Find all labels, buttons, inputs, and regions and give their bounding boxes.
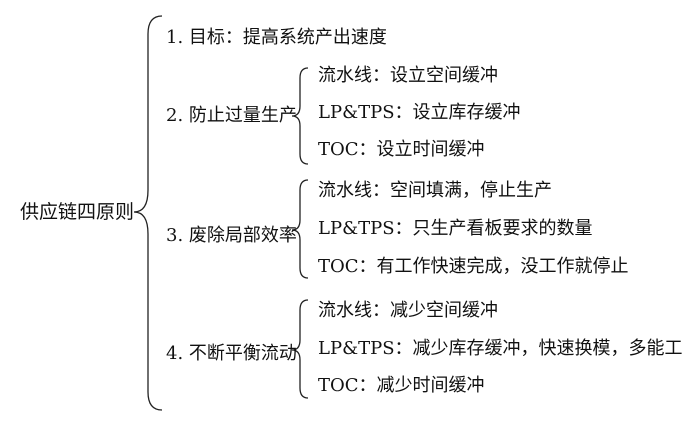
branch-4-label: 4. 不断平衡流动 <box>166 343 297 364</box>
main-brace <box>133 15 163 411</box>
brace-branch-4 <box>291 299 309 399</box>
branch-2-item: LP&TPS：设立库存缓冲 <box>318 102 521 123</box>
branch-3-label: 3. 废除局部效率 <box>166 225 297 246</box>
branch-1-label: 1. 目标：提高系统产出速度 <box>166 27 387 48</box>
branch-2-item: 流水线：设立空间缓冲 <box>318 65 498 86</box>
branch-3-item: 流水线：空间填满，停止生产 <box>318 180 552 201</box>
branch-4-item: TOC：减少时间缓冲 <box>318 375 485 396</box>
root-label: 供应链四原则 <box>20 201 135 223</box>
branch-4-item: 流水线：减少空间缓冲 <box>318 300 498 321</box>
branch-2-label: 2. 防止过量生产 <box>166 105 297 126</box>
branch-3-item: LP&TPS：只生产看板要求的数量 <box>318 218 593 239</box>
branch-3-item: TOC：有工作快速完成，没工作就停止 <box>318 256 629 277</box>
brace-branch-2 <box>291 67 309 165</box>
branch-4-item: LP&TPS：减少库存缓冲，快速换模，多能工 <box>318 338 683 359</box>
brace-branch-3 <box>291 179 309 279</box>
branch-2-item: TOC：设立时间缓冲 <box>318 139 485 160</box>
